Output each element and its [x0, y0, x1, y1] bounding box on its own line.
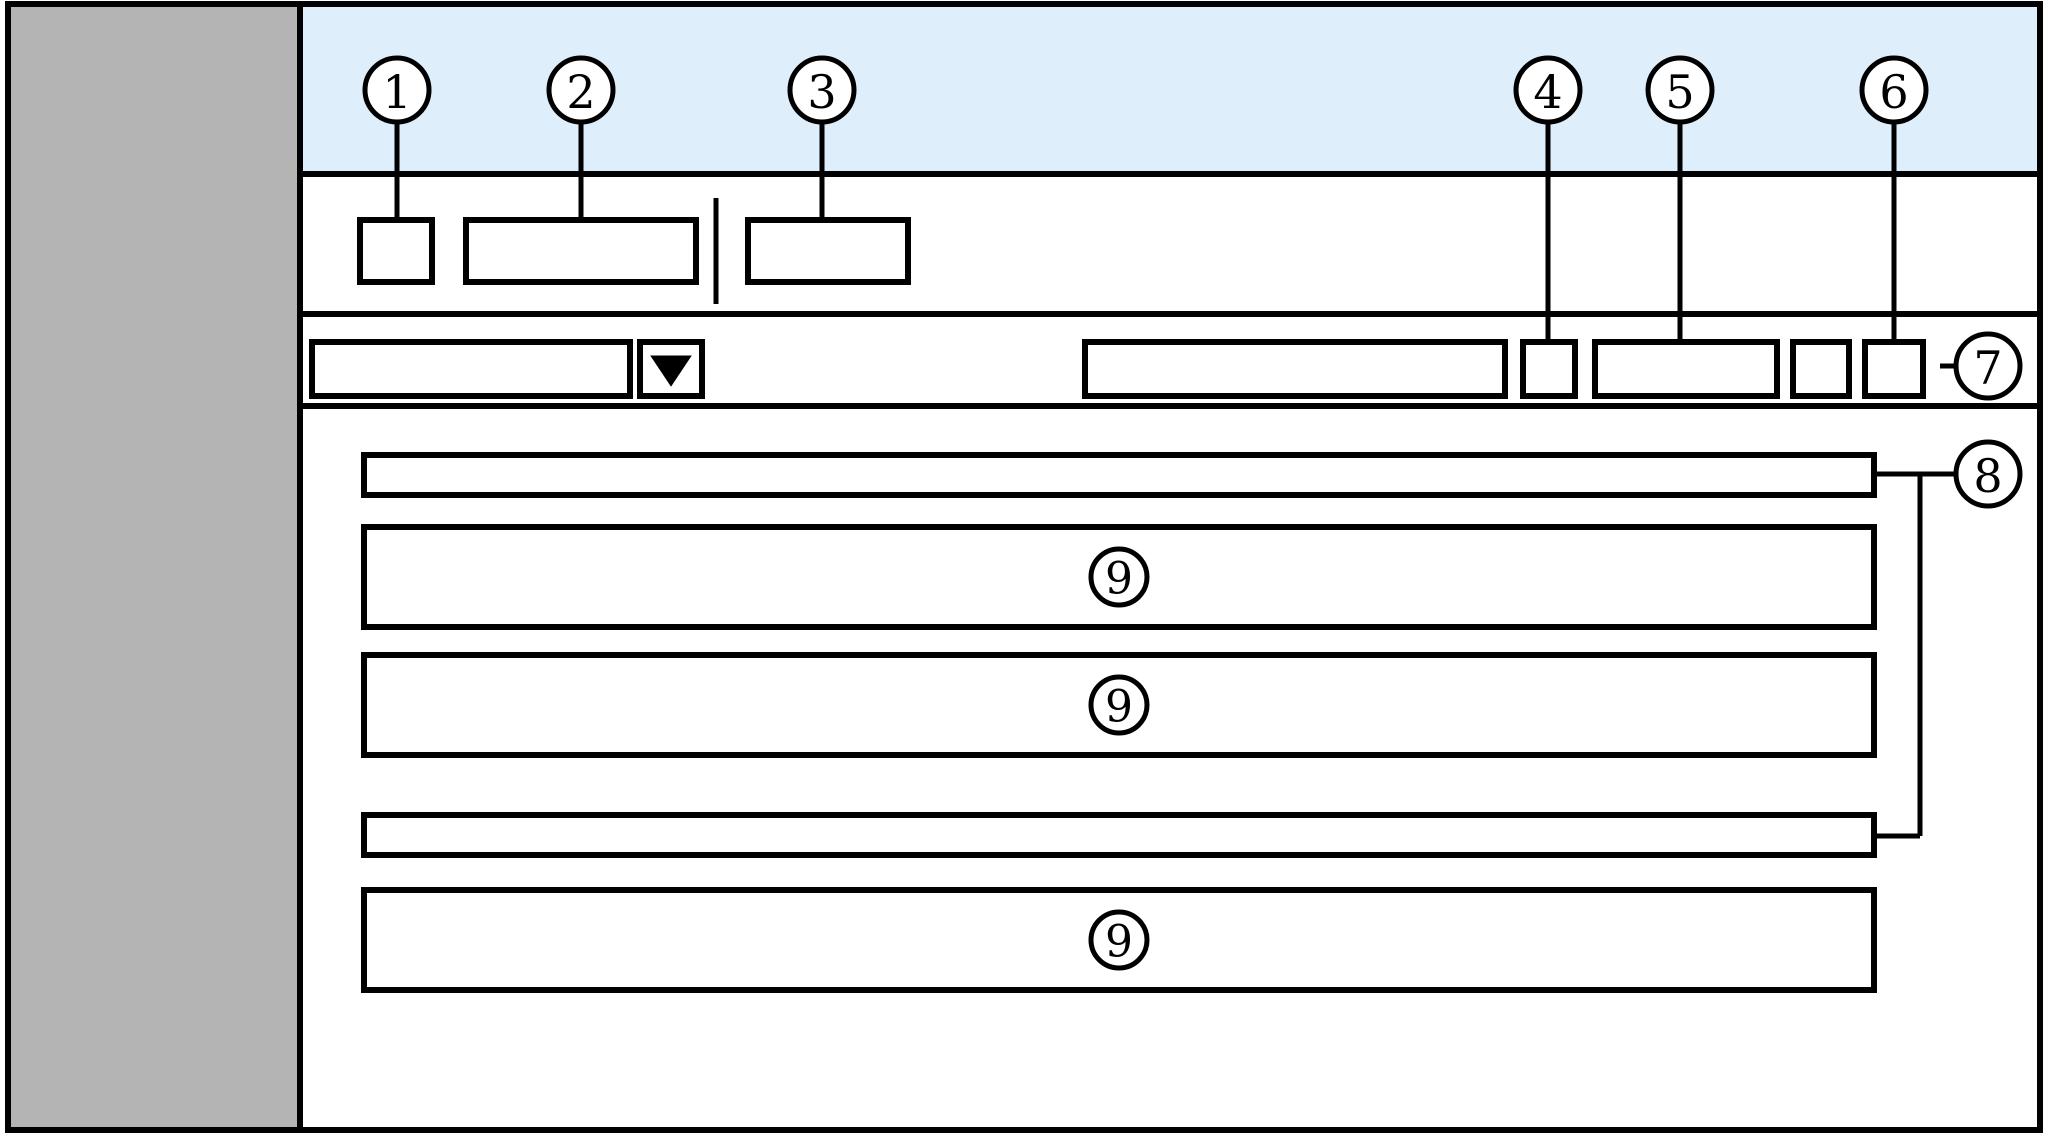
- inline-marker-9a-label: 9: [1105, 554, 1133, 605]
- callout-4-label: 4: [1533, 65, 1562, 119]
- callout-5-circle: [1645, 55, 1715, 125]
- callout-1-label: 1: [382, 65, 411, 119]
- callout-3-circle: [787, 55, 857, 125]
- inline-marker-9a-circle: [1088, 546, 1150, 608]
- callout-7-label: 7: [1973, 341, 2002, 395]
- callout-8-label: 8: [1973, 449, 2002, 503]
- toolbar-wide-button[interactable]: [1592, 339, 1780, 399]
- filter-select-field[interactable]: [309, 339, 633, 399]
- inline-marker-9c-label: 9: [1105, 917, 1133, 968]
- left-navigation-panel[interactable]: [8, 4, 300, 1130]
- primary-field[interactable]: [463, 217, 699, 285]
- group-header-row[interactable]: [361, 812, 1877, 858]
- search-field[interactable]: [1082, 339, 1508, 399]
- secondary-field[interactable]: [745, 217, 911, 285]
- inline-marker-9c-circle: [1088, 909, 1150, 971]
- callout-5-label: 5: [1665, 65, 1694, 119]
- callout-6-circle: [1859, 55, 1929, 125]
- callout-2-label: 2: [566, 65, 595, 119]
- toolbar-icon-button-c[interactable]: [1862, 339, 1926, 399]
- main-window-border: [297, 1, 2043, 1133]
- callout-7-circle: [1953, 331, 2023, 401]
- inline-marker-9b-circle: [1088, 674, 1150, 736]
- callout-3-label: 3: [807, 65, 836, 119]
- icon-button[interactable]: [357, 217, 435, 285]
- callout-6-label: 6: [1879, 65, 1908, 119]
- callout-8-circle: [1953, 439, 2023, 509]
- toolbar-icon-button-a[interactable]: [1520, 339, 1578, 399]
- caret-down-icon: [650, 355, 692, 387]
- group-header-row[interactable]: [361, 452, 1877, 498]
- inline-marker-9b-label: 9: [1105, 682, 1133, 733]
- callout-2-circle: [546, 55, 616, 125]
- callout-4-circle: [1513, 55, 1583, 125]
- callout-1-circle: [362, 55, 432, 125]
- toolbar-icon-button-b[interactable]: [1790, 339, 1852, 399]
